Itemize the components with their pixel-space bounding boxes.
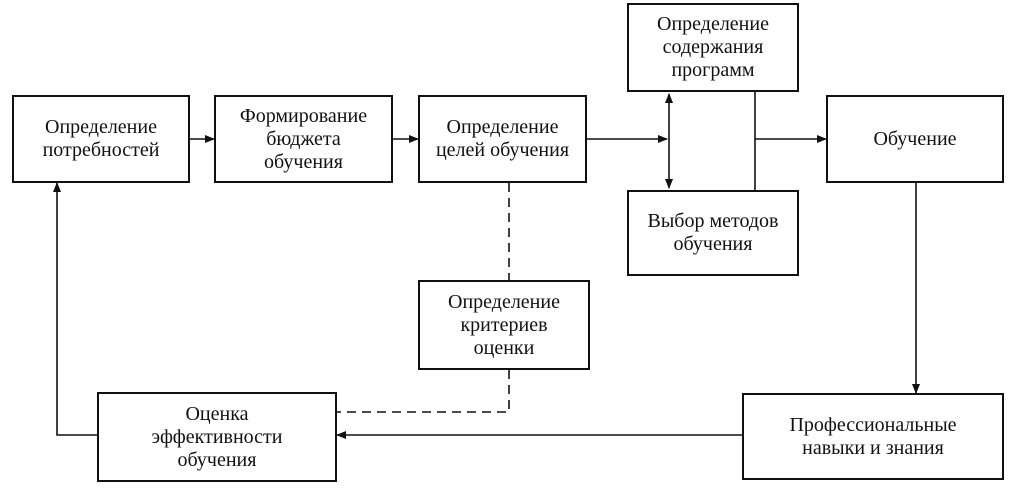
node-budget-formation: Формирование бюджета обучения [214, 95, 393, 183]
node-content-definition: Определение содержания программ [627, 3, 799, 92]
node-criteria-definition: Определение критериев оценки [418, 280, 590, 370]
node-methods-label: Выбор методов обучения [647, 210, 779, 255]
dashed-criteria-to-evaluation [337, 370, 510, 413]
node-training: Обучение [826, 95, 1004, 183]
node-training-label: Обучение [873, 127, 957, 150]
node-goals-definition: Определение целей обучения [418, 95, 587, 183]
node-methods-selection: Выбор методов обучения [627, 190, 799, 276]
node-content-label: Определение содержания программ [657, 13, 769, 81]
node-budget-label: Формирование бюджета обучения [239, 104, 368, 173]
node-goals-label: Определение целей обучения [435, 116, 570, 161]
node-evaluation-label: Оценка эффективности обучения [151, 402, 283, 471]
node-professional-skills: Профессиональные навыки и знания [742, 393, 1004, 480]
node-criteria-label: Определение критериев оценки [448, 290, 560, 359]
node-needs-identification: Определение потребностей [12, 95, 190, 183]
node-needs-label: Определение потребностей [42, 116, 160, 161]
arrow-evaluation-to-needs [53, 182, 97, 436]
node-effectiveness-evaluation: Оценка эффективности обучения [97, 392, 337, 482]
node-skills-label: Профессиональные навыки и знания [789, 413, 957, 459]
